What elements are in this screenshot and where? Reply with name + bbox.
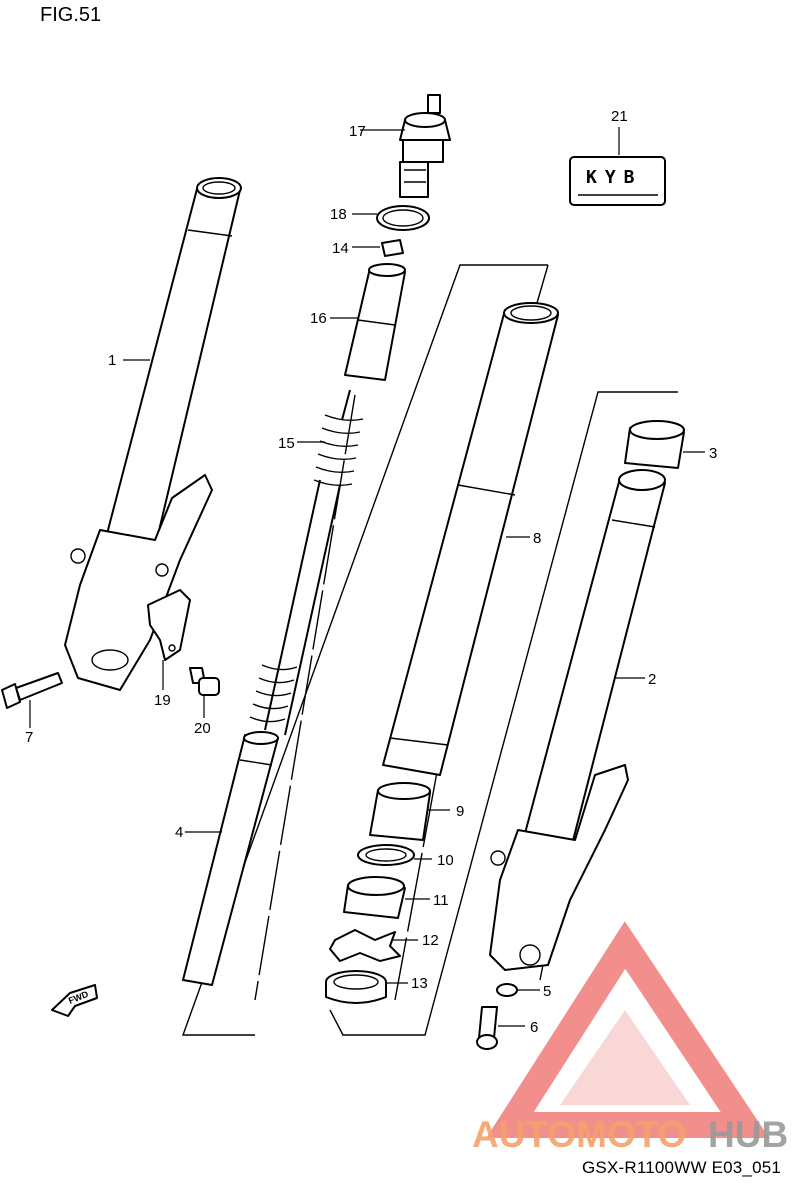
part-13-oil-seal <box>325 970 387 1004</box>
part-10-washer <box>357 844 415 866</box>
part-19-brake-hose-bracket <box>147 589 191 661</box>
part-11-guide-bushing <box>343 876 406 919</box>
part-18-o-ring <box>376 205 430 231</box>
callout-13: 13 <box>411 975 428 992</box>
callout-17: 17 <box>349 123 366 140</box>
callout-11: 11 <box>433 892 449 909</box>
part-20-bolt <box>189 667 220 696</box>
part-4-damper-cylinder <box>182 731 279 986</box>
watermark-word-gray: HUB <box>708 1114 788 1155</box>
callout-8: 8 <box>533 530 541 547</box>
decal-label: KYB <box>586 167 643 188</box>
callout-6: 6 <box>530 1019 538 1036</box>
callout-20: 20 <box>194 720 211 737</box>
part-6-damper-bolt <box>476 1006 498 1050</box>
callout-4: 4 <box>175 824 183 841</box>
callout-3: 3 <box>709 445 717 462</box>
callout-12: 12 <box>422 932 439 949</box>
part-12-stopper-ring <box>329 929 401 962</box>
watermark-word-orange: AUTOMOTO <box>472 1114 686 1155</box>
callout-18: 18 <box>330 206 347 223</box>
part-14-nut <box>381 239 404 257</box>
watermark-wordmark: AUTOMOTO HUB <box>472 1114 788 1155</box>
callout-16: 16 <box>310 310 327 327</box>
part-7-bolt <box>1 672 63 709</box>
callout-7: 7 <box>25 729 33 746</box>
part-17-cap-bolt <box>399 94 451 198</box>
part-1-fork-tube-left <box>64 177 242 691</box>
part-5-gasket <box>496 983 518 997</box>
callout-1: 1 <box>108 352 116 369</box>
part-16-spacer <box>344 263 406 381</box>
figure-code: GSX-R1100WW E03_051 <box>582 1158 782 1177</box>
callout-21: 21 <box>611 108 628 125</box>
callout-19: 19 <box>154 692 171 709</box>
part-3-top-bushing <box>624 420 685 469</box>
callout-9: 9 <box>456 803 464 820</box>
callout-labels: 1 2 3 4 5 6 7 8 9 10 11 12 13 14 15 16 1… <box>25 108 717 1036</box>
watermark-logo <box>486 921 770 1138</box>
callout-14: 14 <box>332 240 349 257</box>
callout-10: 10 <box>437 852 454 869</box>
part-2-fork-tube-right <box>489 469 666 971</box>
forward-arrow-icon: FWD <box>51 984 98 1017</box>
callout-5: 5 <box>543 983 551 1000</box>
callout-2: 2 <box>648 671 656 688</box>
leader-lines <box>29 127 705 1027</box>
part-21-kyb-decal: KYB <box>569 156 666 206</box>
figure-title: FIG.51 <box>40 4 102 26</box>
part-15-spring <box>249 389 364 736</box>
callout-15: 15 <box>278 435 295 452</box>
part-8-inner-tube <box>382 302 559 776</box>
part-9-slide-bushing <box>369 782 431 841</box>
